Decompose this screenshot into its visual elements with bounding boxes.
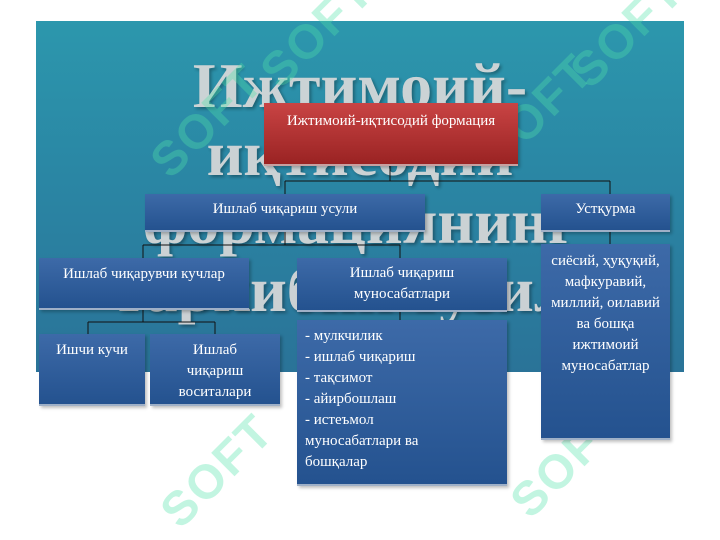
relations-item: - айирбошлаш [305, 391, 397, 407]
root-node-formation: Ижтимоий-иқтисодий формация [264, 103, 518, 166]
relations-item: - истеъмол муносабатлари ва бошқалар [305, 412, 419, 470]
node-relations-list: - мулкчилик - ишлаб чиқариш - тақсимот -… [297, 320, 507, 486]
node-relations-of-production: Ишлаб чиқариш муносабатлари [297, 258, 507, 312]
node-productive-forces: Ишлаб чиқарувчи кучлар [39, 258, 249, 310]
node-superstructure: Устқурма [541, 194, 670, 232]
node-mode-of-production: Ишлаб чиқариш усули [145, 194, 425, 232]
node-labor-force: Ишчи кучи [39, 334, 145, 406]
relations-item: - ишлаб чиқариш [305, 349, 416, 365]
relations-item: - мулкчилик [305, 328, 383, 344]
node-means-of-production: Ишлаб чиқариш воситалари [150, 334, 280, 406]
node-superstructure-details: сиёсий, ҳуқуқий, мафкуравий, миллий, оил… [541, 244, 670, 440]
relations-item: - тақсимот [305, 370, 373, 386]
